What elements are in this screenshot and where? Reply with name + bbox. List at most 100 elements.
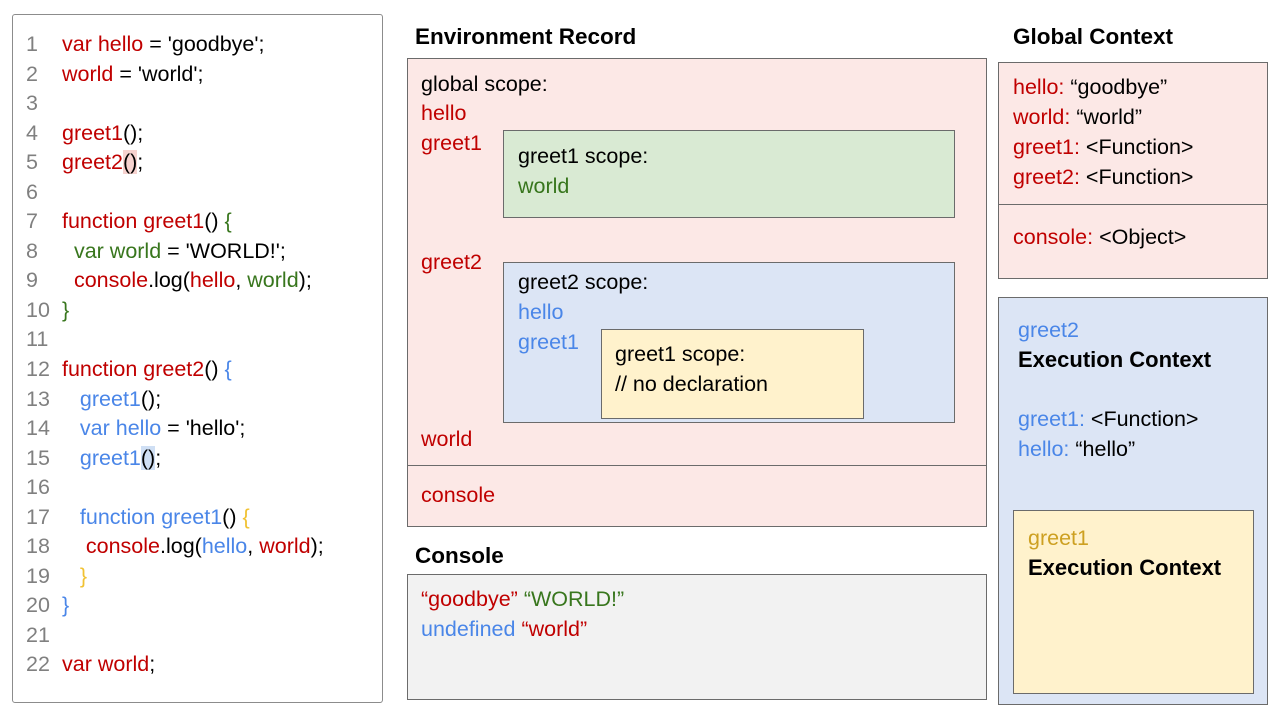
code-token: world [259, 534, 311, 559]
line-number: 1 [26, 32, 38, 56]
code-token: ; [137, 150, 144, 175]
env-console-box: console [407, 464, 987, 527]
code-text: } [62, 564, 87, 588]
line-number: 16 [26, 475, 50, 500]
code-token: “goodbye” [421, 587, 518, 611]
console-output-box: “goodbye” “WORLD!”undefined “world” [407, 574, 987, 700]
code-token: ; [149, 652, 156, 677]
code-token: } [62, 593, 70, 618]
code-token: ); [310, 534, 324, 559]
line-number: 9 [26, 268, 38, 293]
code-token: greet1 [62, 386, 141, 411]
code-token: var hello [62, 416, 162, 441]
code-token: “world” [521, 617, 588, 641]
code-token: (); [122, 120, 144, 145]
code-text: function greet2() { [62, 357, 232, 381]
code-token: console [62, 268, 149, 293]
line-number: 5 [26, 150, 38, 175]
context-row: greet2: <Function> [1013, 162, 1267, 192]
line-number: 14 [26, 416, 50, 441]
line-number: 2 [26, 61, 38, 86]
code-token: function greet1 [62, 209, 205, 234]
env-var-hello: hello [421, 101, 467, 125]
code-line: 18 console.log(hello, world); [13, 532, 382, 562]
code-line: 7 function greet1() { [13, 207, 382, 237]
greet2-scope-box: greet2 scope: hello greet1 greet1 scope:… [503, 262, 955, 423]
code-text: } [62, 593, 69, 617]
code-token: console [62, 534, 160, 559]
code-line: 8 var world = 'WORLD!'; [13, 237, 382, 267]
code-text: console.log(hello, world); [62, 268, 312, 292]
greet2-context-title: Execution Context [1018, 347, 1212, 372]
context-var-name: greet1: [1013, 135, 1080, 159]
code-token: “WORLD!” [523, 587, 625, 611]
code-lines: 1 var hello = 'goodbye'; 2 world = 'world';… [13, 15, 382, 680]
code-line: 16 [13, 473, 382, 503]
line-number: 4 [26, 120, 38, 145]
code-line: 5 greet2(); [13, 148, 382, 178]
context-var-value: <Function> [1079, 165, 1194, 189]
code-token: world [62, 61, 114, 86]
nested-greet1-scope-label: greet1 scope: [615, 342, 746, 366]
env-var-greet2: greet2 [421, 250, 482, 274]
code-line: 6 [13, 178, 382, 208]
env-var-world: world [421, 427, 473, 451]
line-number: 22 [26, 652, 50, 677]
global-context-console-box: console: <Object> [998, 203, 1268, 279]
line-number: 8 [26, 238, 38, 263]
code-token: hello [201, 534, 248, 559]
code-text: greet1(); [62, 445, 161, 470]
greet2-scope-var-greet1: greet1 [518, 330, 579, 354]
context-var-value: <Object> [1093, 224, 1187, 249]
context-var-value: <Function> [1084, 407, 1199, 431]
code-token: () [122, 150, 138, 175]
code-token: = 'WORLD!'; [161, 238, 286, 263]
line-number: 10 [26, 297, 50, 322]
greet2-scope-var-hello: hello [518, 300, 564, 324]
code-text: } [62, 298, 69, 322]
line-number: 3 [26, 91, 38, 116]
code-text: world = 'world'; [62, 62, 203, 86]
code-token: ); [298, 268, 312, 293]
context-var-name: console: [1013, 224, 1094, 249]
greet1-context-title: Execution Context [1028, 555, 1222, 580]
code-token: greet2 [62, 150, 123, 175]
line-number: 17 [26, 504, 50, 529]
context-row: hello: “goodbye” [1013, 72, 1267, 102]
line-number: 13 [26, 386, 50, 411]
line-number: 18 [26, 534, 50, 559]
line-number: 12 [26, 357, 50, 382]
code-text: greet1(); [62, 387, 161, 411]
code-token: } [62, 563, 88, 588]
context-var-name: hello: [1013, 75, 1065, 99]
environment-record-title: Environment Record [415, 24, 637, 49]
greet2-context-name: greet2 [1018, 318, 1079, 342]
code-token: = 'goodbye'; [143, 32, 265, 56]
code-token: , [235, 268, 248, 293]
code-text: greet2(); [62, 150, 144, 175]
code-line: 10} [13, 296, 382, 326]
code-line: 11 [13, 325, 382, 355]
code-line: 9 console.log(hello, world); [13, 266, 382, 296]
code-token: () [204, 357, 225, 382]
greet1-scope-var-world: world [518, 174, 570, 198]
code-token: function greet2 [62, 357, 205, 382]
line-number: 20 [26, 593, 50, 618]
console-lines: “goodbye” “WORLD!”undefined “world” [408, 575, 986, 644]
greet1-context-header: greet1 Execution Context [1028, 523, 1221, 583]
line-number: 7 [26, 209, 38, 234]
code-line: 12 function greet2() { [13, 355, 382, 385]
code-token: var hello [62, 32, 144, 56]
code-token: .log( [148, 268, 190, 293]
code-token: greet1 [62, 445, 141, 470]
code-text: function greet1() { [62, 209, 232, 233]
env-var-greet1: greet1 [421, 131, 482, 155]
greet1-scope-label: greet1 scope: [518, 144, 649, 168]
code-token: { [224, 357, 232, 382]
greet2-scope-label: greet2 scope: [518, 270, 649, 294]
greet1-context-name: greet1 [1028, 526, 1089, 550]
context-row: console: <Object> [1013, 222, 1267, 252]
nested-greet1-scope-box: greet1 scope: // no declaration [601, 329, 864, 419]
